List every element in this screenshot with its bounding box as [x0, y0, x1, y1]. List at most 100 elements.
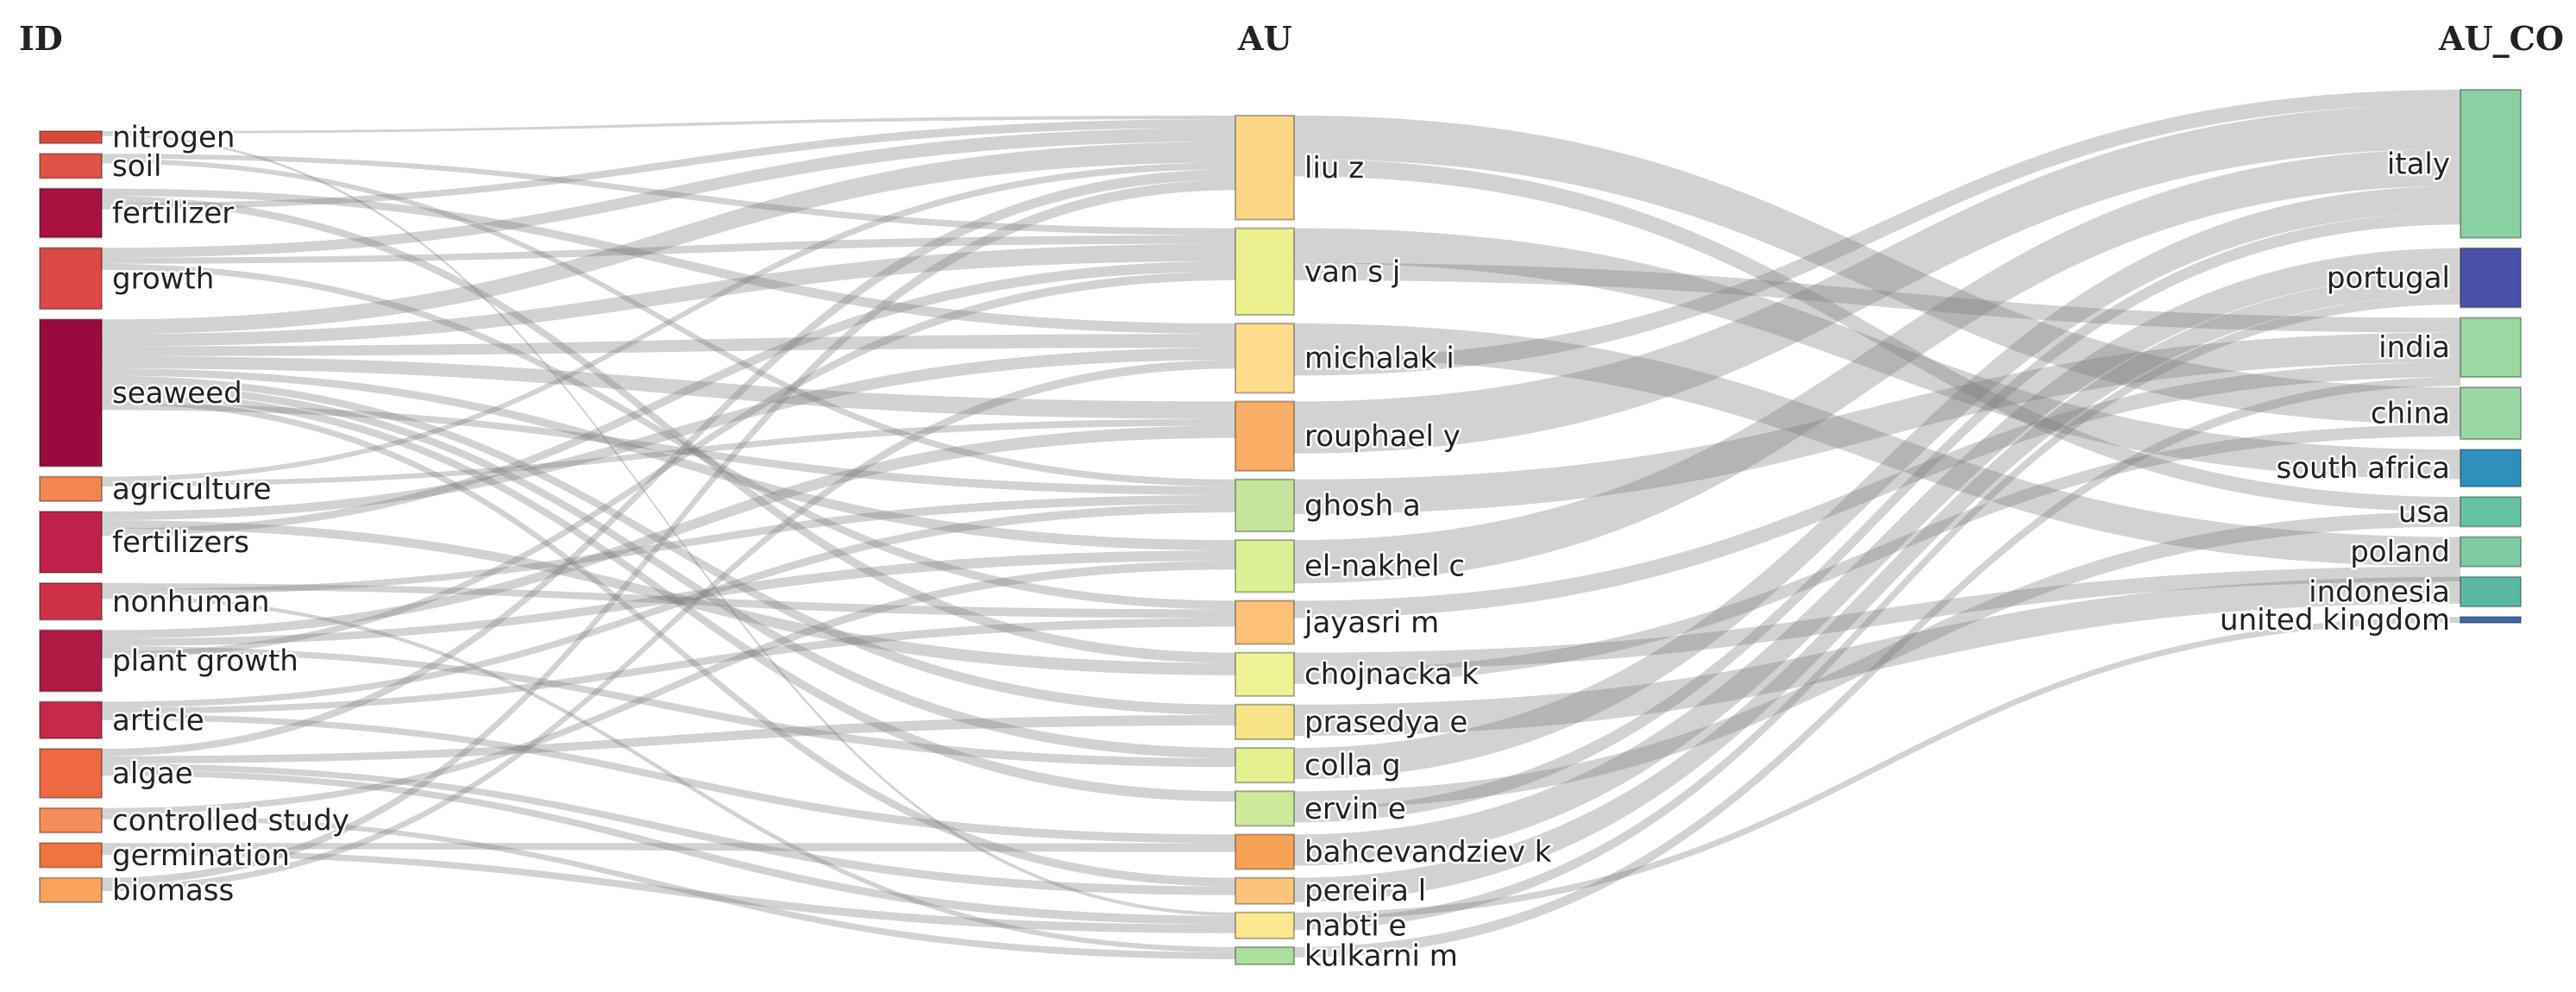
flow-fertilizers-to-van-s-j: [102, 261, 1235, 537]
label-id-seaweed: seaweed: [112, 376, 242, 411]
label-au-co-south-africa: south africa: [2276, 451, 2450, 486]
node-id-nitrogen: [39, 130, 103, 145]
node-au-colla-g: [1235, 747, 1295, 784]
flow-controlled-study-to-el-nakhel-c: [102, 561, 1235, 814]
flow-germination-to-nabti-e: [102, 849, 1235, 933]
flow-fertilizers-to-michalak-i: [102, 348, 1235, 520]
flow-rouphael-y-to-italy: [1294, 104, 2460, 454]
node-au-co-indonesia: [2460, 575, 2522, 608]
label-id-plant-growth: plant growth: [112, 644, 298, 679]
label-id-growth: growth: [112, 261, 214, 296]
node-id-fertilizers: [39, 511, 103, 574]
node-au-michalak-i: [1235, 323, 1295, 394]
label-au-van-s-j: van s j: [1304, 254, 1400, 289]
flow-ghosh-a-to-india: [1294, 332, 2460, 514]
node-id-germination: [39, 842, 103, 869]
flow-liu-z-to-usa: [1294, 159, 2460, 512]
flow-nabti-e-to-united-kingdom: [1294, 617, 2460, 920]
node-au-pereira-l: [1235, 876, 1295, 905]
flow-algae-to-prasedya-e: [102, 714, 1235, 764]
flow-chojnacka-k-to-poland: [1294, 566, 2460, 670]
flow-pereira-l-to-portugal: [1294, 274, 2460, 902]
column-header-au: AU: [1237, 19, 1292, 58]
flow-michalak-i-to-italy: [1294, 90, 2460, 376]
label-au-liu-z: liu z: [1304, 151, 1364, 185]
label-au-ghosh-a: ghosh a: [1304, 488, 1421, 523]
label-id-article: article: [112, 703, 204, 738]
node-au-co-south-africa: [2460, 449, 2522, 488]
node-id-controlled-study: [39, 807, 103, 834]
flow-germination-to-bahcevandziev-k: [102, 843, 1235, 852]
label-au-co-india: india: [2378, 330, 2450, 365]
flow-nitrogen-to-nabti-e: [102, 133, 1235, 916]
label-au-co-indonesia: indonesia: [2309, 574, 2450, 609]
label-au-pereira-l: pereira l: [1304, 874, 1426, 908]
column-headers: ID AU AU_CO: [19, 19, 2564, 58]
flow-agriculture-to-rouphael-y: [102, 418, 1235, 487]
label-au-co-portugal: portugal: [2327, 261, 2450, 296]
flow-plant-growth-to-colla-g: [102, 645, 1235, 768]
flow-nonhuman-to-jayasri-m: [102, 582, 1235, 618]
flow-ervin-e-to-usa: [1294, 512, 2460, 809]
label-id-nonhuman: nonhuman: [112, 585, 270, 619]
node-au-co-italy: [2460, 89, 2522, 239]
flow-article-to-bahcevandziev-k: [102, 713, 1235, 844]
flow-prasedya-e-to-indonesia: [1294, 576, 2460, 737]
node-au-kulkarni-m: [1235, 945, 1295, 966]
label-au-bahcevandziev-k: bahcevandziev k: [1304, 835, 1552, 870]
flow-seaweed-to-ervin-e: [102, 390, 1235, 802]
flow-fertilizer-to-liu-z: [102, 119, 1235, 210]
flow-seaweed-to-van-s-j: [102, 243, 1235, 347]
flow-fertilizer-to-michalak-i: [102, 188, 1235, 335]
flow-ervin-e-to-italy: [1294, 212, 2460, 823]
label-au-co-italy: italy: [2387, 147, 2450, 181]
node-id-seaweed: [39, 318, 103, 468]
flow-biomass-to-liu-z: [102, 179, 1235, 886]
label-au-michalak-i: michalak i: [1304, 342, 1454, 376]
label-au-co-china: china: [2371, 397, 2450, 431]
label-au-jayasri-m: jayasri m: [1304, 606, 1439, 640]
label-au-nabti-e: nabti e: [1304, 908, 1406, 943]
flow-el-nakhel-c-to-italy: [1294, 148, 2460, 584]
label-au-rouphael-y: rouphael y: [1304, 419, 1461, 454]
flow-seaweed-to-ghosh-a: [102, 404, 1235, 495]
node-au-bahcevandziev-k: [1235, 833, 1295, 870]
flow-bahcevandziev-k-to-portugal: [1294, 248, 2460, 866]
flow-seaweed-to-pereira-l: [102, 398, 1235, 887]
label-au-co-usa: usa: [2398, 495, 2450, 530]
label-id-soil: soil: [112, 149, 161, 184]
flow-controlled-study-to-kulkarni-m: [102, 813, 1235, 959]
node-au-co-united-kingdom: [2460, 616, 2522, 625]
node-au-el-nakhel-c: [1235, 539, 1295, 593]
flow-soil-to-ghosh-a: [102, 158, 1235, 487]
flow-fertilizers-to-chojnacka-k: [102, 519, 1235, 675]
node-au-jayasri-m: [1235, 600, 1295, 645]
flow-chojnacka-k-to-china: [1294, 424, 2460, 684]
label-id-algae: algae: [112, 757, 193, 791]
node-id-soil: [39, 153, 103, 179]
flow-algae-to-nabti-e: [102, 769, 1235, 925]
label-au-chojnacka-k: chojnacka k: [1304, 657, 1479, 692]
flow-algae-to-liu-z: [102, 169, 1235, 757]
flow-growth-to-van-s-j: [102, 235, 1235, 264]
flow-biomass-to-michalak-i: [102, 360, 1235, 892]
flow-seaweed-to-prasedya-e: [102, 375, 1235, 715]
node-id-growth: [39, 247, 103, 311]
flow-algae-to-pereira-l: [102, 763, 1235, 895]
node-id-plant-growth: [39, 629, 103, 693]
flow-soil-to-van-s-j: [102, 154, 1235, 235]
node-au-rouphael-y: [1235, 400, 1295, 472]
flow-liu-z-to-china: [1294, 116, 2460, 425]
flow-growth-to-jayasri-m: [102, 263, 1235, 610]
links-layer: [102, 90, 2460, 959]
node-au-ervin-e: [1235, 790, 1295, 827]
node-au-prasedya-e: [1235, 703, 1295, 741]
flow-nonhuman-to-kulkarni-m: [102, 595, 1235, 952]
label-id-nitrogen: nitrogen: [112, 121, 235, 155]
node-au-van-s-j: [1235, 227, 1295, 317]
label-au-prasedya-e: prasedya e: [1304, 705, 1467, 739]
node-au-liu-z: [1235, 115, 1295, 221]
flow-seaweed-to-liu-z: [102, 141, 1235, 335]
node-au-co-china: [2460, 386, 2522, 441]
label-id-germination: germination: [112, 838, 290, 873]
